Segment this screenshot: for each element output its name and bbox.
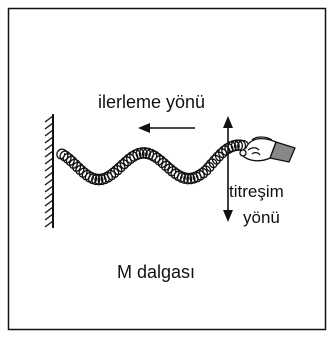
hatched-wall-icon (45, 114, 53, 228)
hand-holding-spring-icon (240, 137, 295, 162)
propagation-direction-label: ilerleme yönü (98, 92, 205, 112)
vibration-direction-label-line2: yönü (243, 208, 280, 227)
spring-coil (57, 140, 249, 185)
wave-name-label: M dalgası (117, 262, 195, 282)
vibration-arrow (223, 116, 233, 222)
propagation-arrow (138, 123, 195, 133)
vibration-direction-label-line1: titreşim (229, 182, 284, 201)
